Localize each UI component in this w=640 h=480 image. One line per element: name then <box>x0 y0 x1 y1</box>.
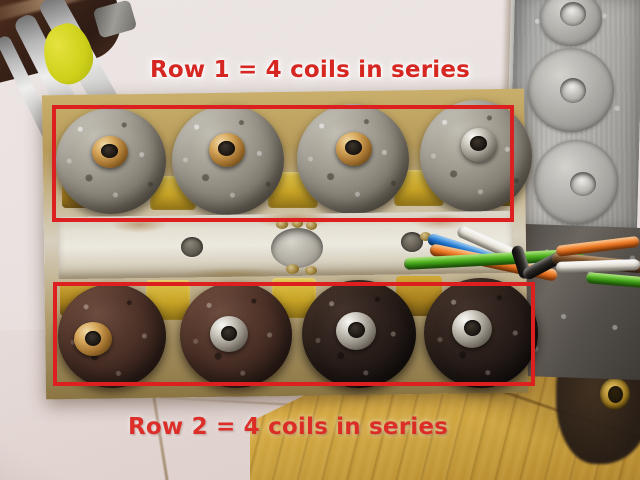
plate-hole-3 <box>570 172 596 196</box>
coil-row2-2 <box>180 282 292 388</box>
row-2-annotation-label: Row 2 = 4 coils in series <box>128 414 449 440</box>
plate-hole-2 <box>560 78 586 103</box>
brass-grommet-hole <box>608 386 623 403</box>
solder-joint-1 <box>276 220 288 229</box>
coil-row1-3-hub-hole <box>345 140 362 155</box>
row-1-highlight-box[interactable] <box>52 105 514 222</box>
coil-row2-3-hub-hole <box>348 322 365 338</box>
bracket-hole-right <box>401 232 423 252</box>
coil-row2-2-hub-hole <box>221 326 237 341</box>
coil-row1-4-hub-hole <box>470 136 487 151</box>
row-2-highlight-box[interactable] <box>53 282 535 386</box>
solder-joint-7 <box>420 232 431 241</box>
solder-joint-2 <box>292 219 303 228</box>
coil-row2-4-hub-hole <box>464 320 481 336</box>
coil-row1-3 <box>297 104 409 214</box>
solder-joint-5 <box>305 266 317 275</box>
row-1-annotation-label: Row 1 = 4 coils in series <box>150 57 471 83</box>
solder-joint-3 <box>306 221 317 230</box>
coil-row1-1-hub-hole <box>101 144 118 158</box>
coil-row2-1-hub-hole <box>85 331 101 346</box>
bracket-hole-left <box>181 237 203 257</box>
plate-hole-1 <box>560 2 586 26</box>
solder-joint-4 <box>286 264 299 274</box>
coil-row1-2-hub-hole <box>218 141 235 156</box>
